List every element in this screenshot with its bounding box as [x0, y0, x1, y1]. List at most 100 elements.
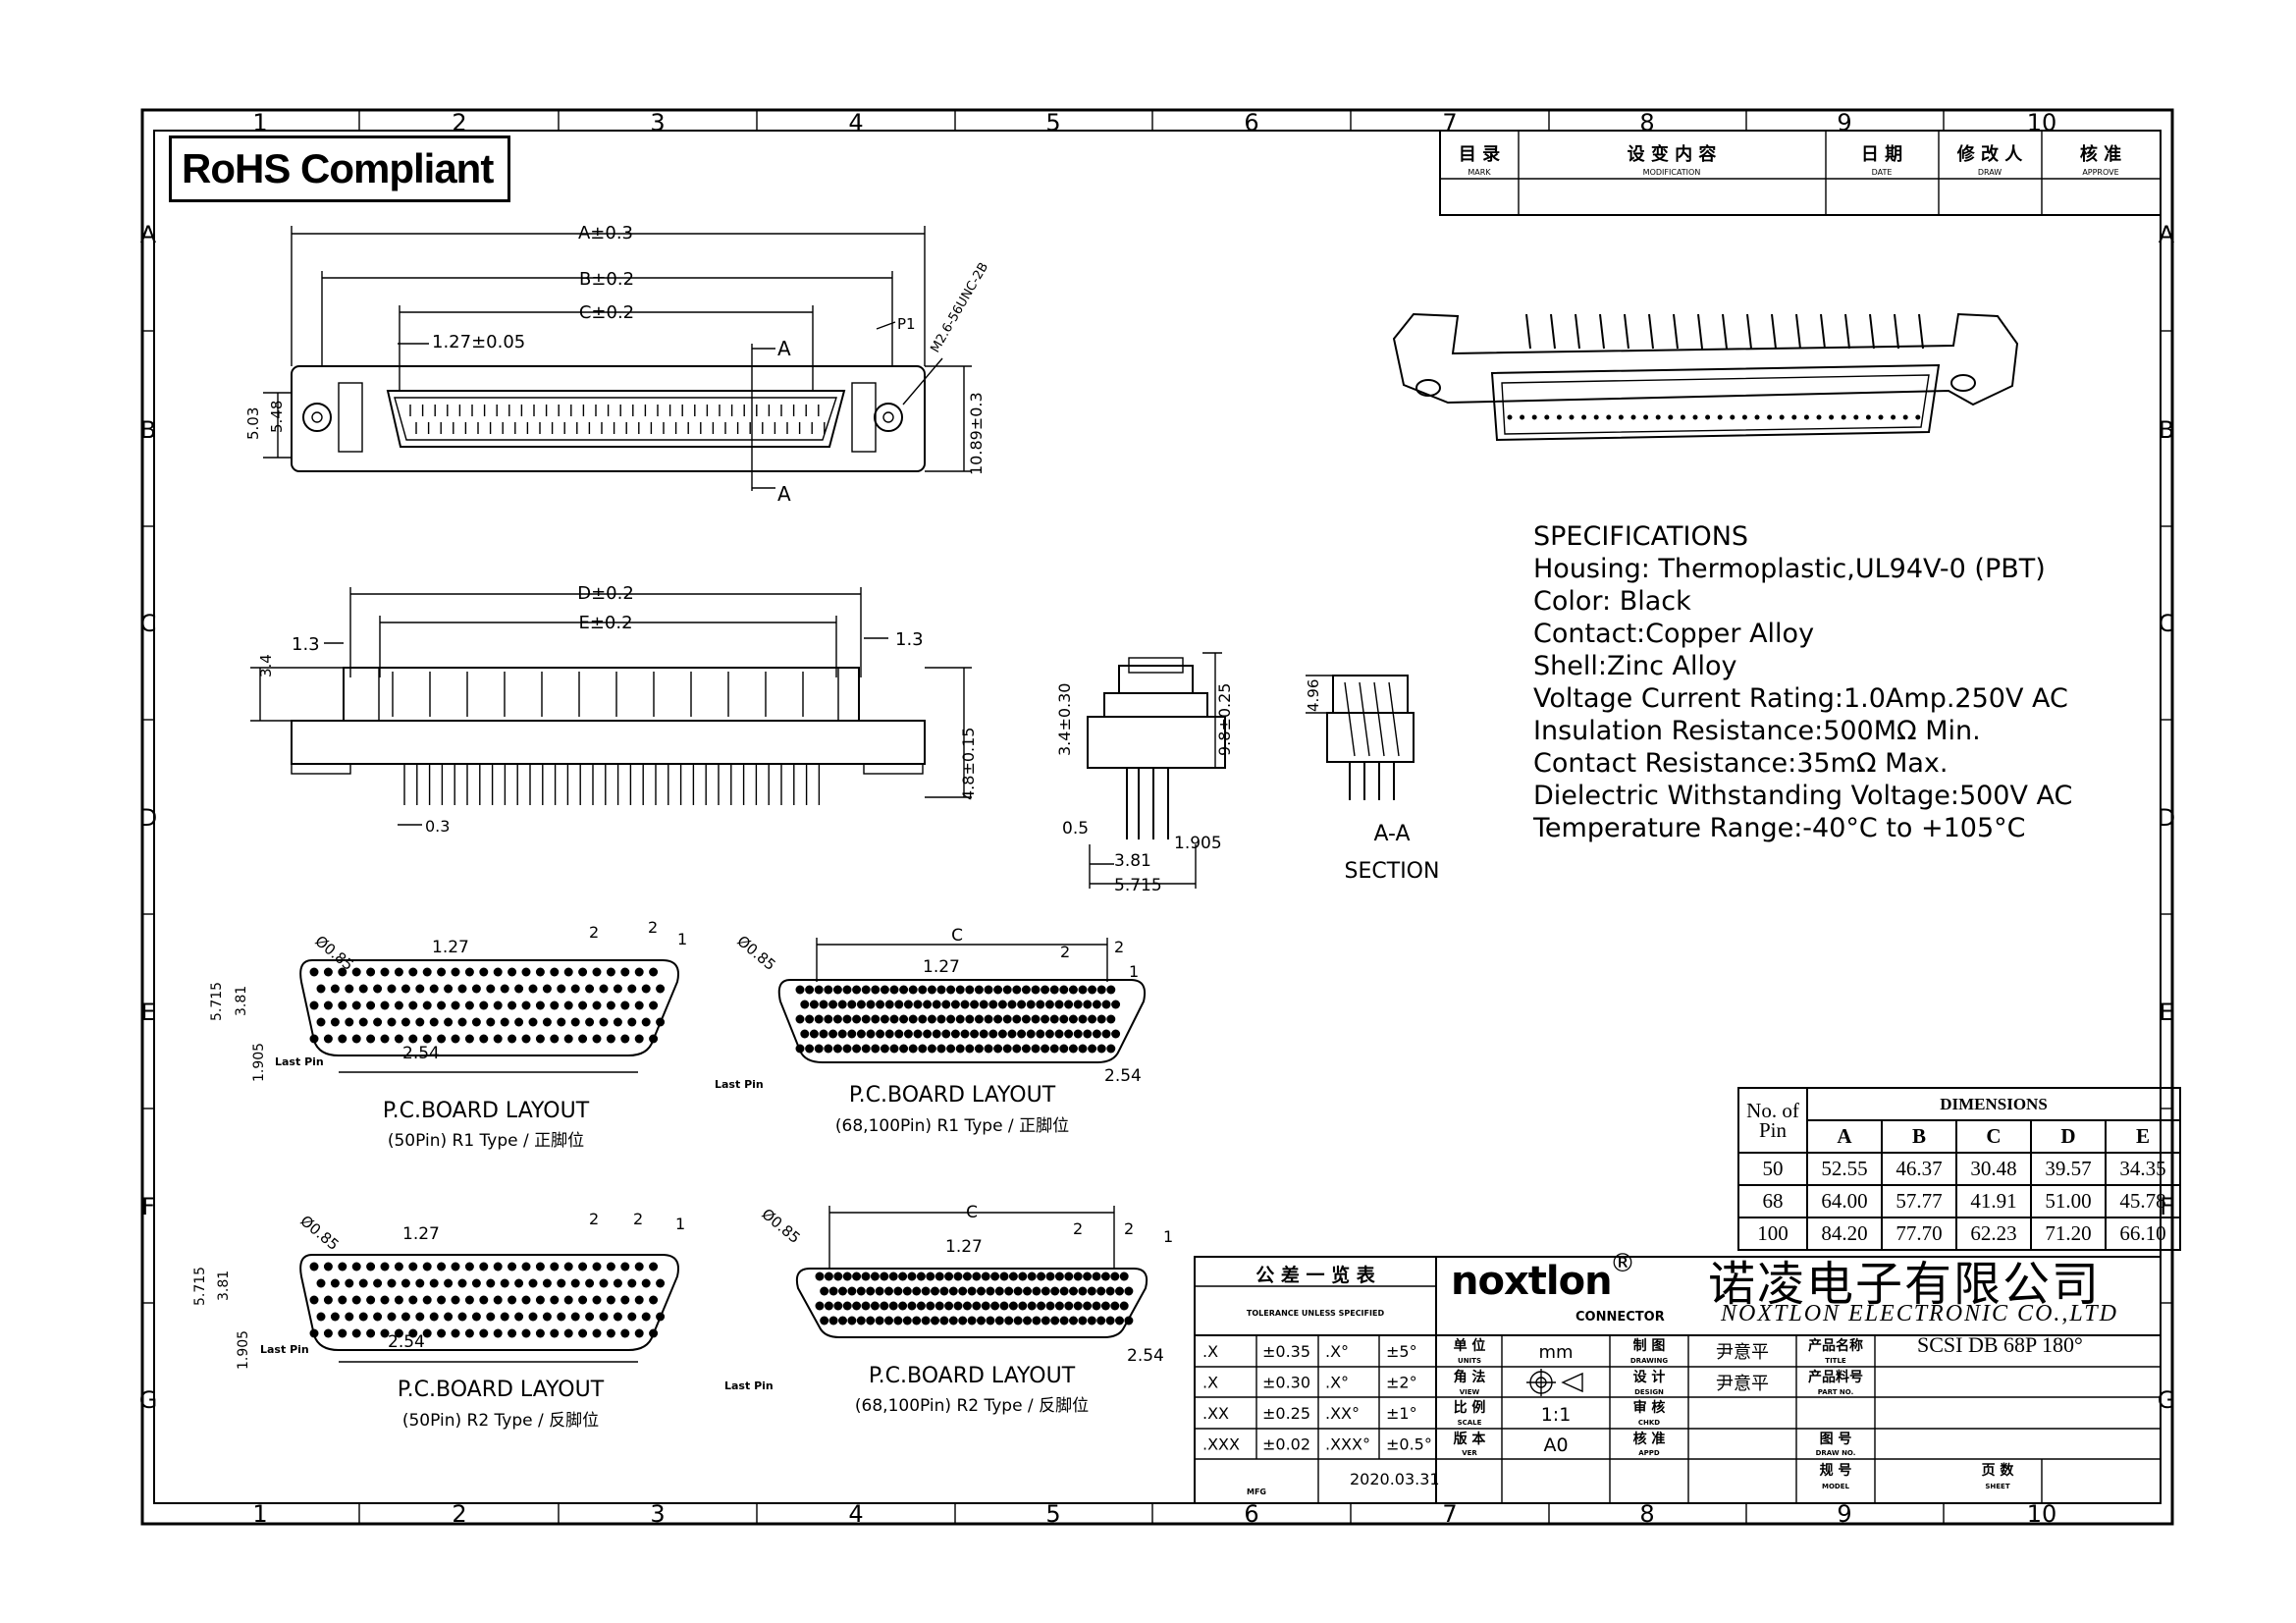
dim-side-5715: 5.715: [1114, 876, 1162, 895]
pcb-pad: [542, 984, 552, 994]
pcb1-pitch-254: 2.54: [402, 1044, 440, 1063]
pcb-pad: [1101, 1000, 1111, 1009]
pcb-pad: [977, 1286, 986, 1296]
pcb-pad: [913, 1029, 923, 1039]
pcb-pad: [323, 1034, 333, 1044]
pcb2-pin2a: 2: [1114, 938, 1124, 956]
pcb-pad: [902, 1286, 912, 1296]
pcb-pad: [1068, 985, 1078, 995]
pcb-pad: [1017, 1000, 1027, 1009]
pcb-pad: [542, 1278, 552, 1288]
pcb-pad: [1078, 1316, 1088, 1325]
pcb-pad: [656, 984, 666, 994]
dim-1-3-left: 1.3: [292, 634, 320, 655]
pcb-pad: [815, 1271, 825, 1281]
pcb-pad: [444, 1312, 454, 1322]
pcb-pad: [373, 1312, 383, 1322]
pcb-pad: [953, 1271, 963, 1281]
pcb-pad: [1083, 1271, 1093, 1281]
pcb-pad: [521, 1295, 531, 1305]
pcb-pad: [941, 1000, 951, 1009]
pcb-pad: [514, 1017, 524, 1027]
pcb3-pin2b: 2: [589, 1210, 599, 1228]
spec-contact-resistance: Contact Resistance:35mΩ Max.: [1533, 748, 1949, 779]
pcb-pad: [1050, 1316, 1060, 1325]
pcb-pad: [550, 1295, 560, 1305]
pcb-pad: [880, 985, 889, 995]
mfg-label: MFG: [1247, 1488, 1266, 1496]
pcb-pad: [606, 967, 615, 977]
dim-1-3-right: 1.3: [895, 629, 924, 650]
pcb-pad: [824, 985, 833, 995]
pcb-pad: [1092, 1301, 1101, 1311]
zone-row-label: B: [2159, 416, 2174, 444]
view-label: 角 法: [1454, 1369, 1486, 1385]
pcb-pad: [521, 1001, 531, 1010]
pcb-pad: [345, 1312, 354, 1322]
pcb-pad: [641, 984, 651, 994]
pcb-pad: [984, 985, 993, 995]
pcb-pad: [934, 1301, 944, 1311]
pcb-pad: [1007, 1029, 1017, 1039]
spec-title: SPECIFICATIONS: [1533, 521, 1749, 552]
iso-view-pins: [1507, 313, 1924, 420]
pcb-pad: [444, 984, 454, 994]
pcb-pad: [437, 1295, 447, 1305]
pcb-pad: [852, 1301, 862, 1311]
rev-col-date: 日 期: [1861, 144, 1902, 165]
pcb-pad: [500, 1312, 509, 1322]
pcb-pad: [563, 1295, 573, 1305]
pcb-pad: [899, 985, 909, 995]
pcb-pad: [1026, 1000, 1036, 1009]
pcb-pad: [400, 1312, 410, 1322]
tol-cell: .XXX: [1202, 1435, 1240, 1454]
pcb-pad: [1078, 1286, 1088, 1296]
pcb-pad: [856, 1000, 866, 1009]
scale-label: 比 例: [1454, 1399, 1486, 1416]
pcb-pad: [1049, 1044, 1059, 1054]
pcb-pad: [946, 1014, 956, 1024]
spec-rating: Voltage Current Rating:1.0Amp.250V AC: [1533, 683, 2068, 714]
pcb-pad: [1115, 1316, 1124, 1325]
pcb-pad: [916, 1271, 926, 1281]
pcb-pad: [309, 1262, 319, 1271]
pcb-pad: [429, 1278, 439, 1288]
pcb-pad: [889, 1044, 899, 1054]
pcb-pad: [535, 1262, 545, 1271]
pcb-pad: [1064, 1029, 1074, 1039]
pcb-pad: [970, 1000, 980, 1009]
pcb-pad: [923, 1029, 933, 1039]
pcb-pad: [1096, 1316, 1106, 1325]
pcb-pad: [471, 1017, 481, 1027]
pcb-pad: [1054, 1271, 1064, 1281]
pcb-pad: [309, 967, 319, 977]
pcb-pad: [380, 1001, 390, 1010]
pcb-pad: [634, 1034, 644, 1044]
pcb-pad: [960, 1029, 970, 1039]
pcb-pad: [437, 1328, 447, 1338]
dim-side-1905: 1.905: [1174, 834, 1222, 853]
pcb-pad: [1087, 1286, 1096, 1296]
pcb-pad: [1073, 1029, 1083, 1039]
pcb-pad: [592, 1328, 602, 1338]
pcb-pad: [415, 1017, 425, 1027]
pcb-pad: [550, 1034, 560, 1044]
dim-cell: 84.20: [1806, 1217, 1883, 1251]
pcb-pad: [486, 984, 496, 994]
pcb-pad: [309, 1001, 319, 1010]
pcb-pad: [876, 1029, 885, 1039]
pcb-pad: [550, 1328, 560, 1338]
pcb1-subtitle: (50Pin) R1 Type / 正脚位: [388, 1131, 584, 1151]
pcb-pad: [585, 1017, 595, 1027]
part-label: 产品料号: [1808, 1369, 1863, 1385]
pcb-pad: [1002, 1014, 1012, 1024]
pcb-pad: [805, 985, 815, 995]
pcb-pad: [1036, 1029, 1045, 1039]
dim-table-head-pin-label: Pin: [1758, 1118, 1787, 1142]
tol-cell: ±0.25: [1262, 1404, 1310, 1423]
pcb-pad: [1002, 985, 1012, 995]
zone-col-label: 9: [1837, 109, 1851, 136]
pcb-pad: [842, 1301, 852, 1311]
pcb4-subtitle: (68,100Pin) R2 Type / 反脚位: [855, 1396, 1089, 1416]
pcb-pad: [620, 1295, 630, 1305]
